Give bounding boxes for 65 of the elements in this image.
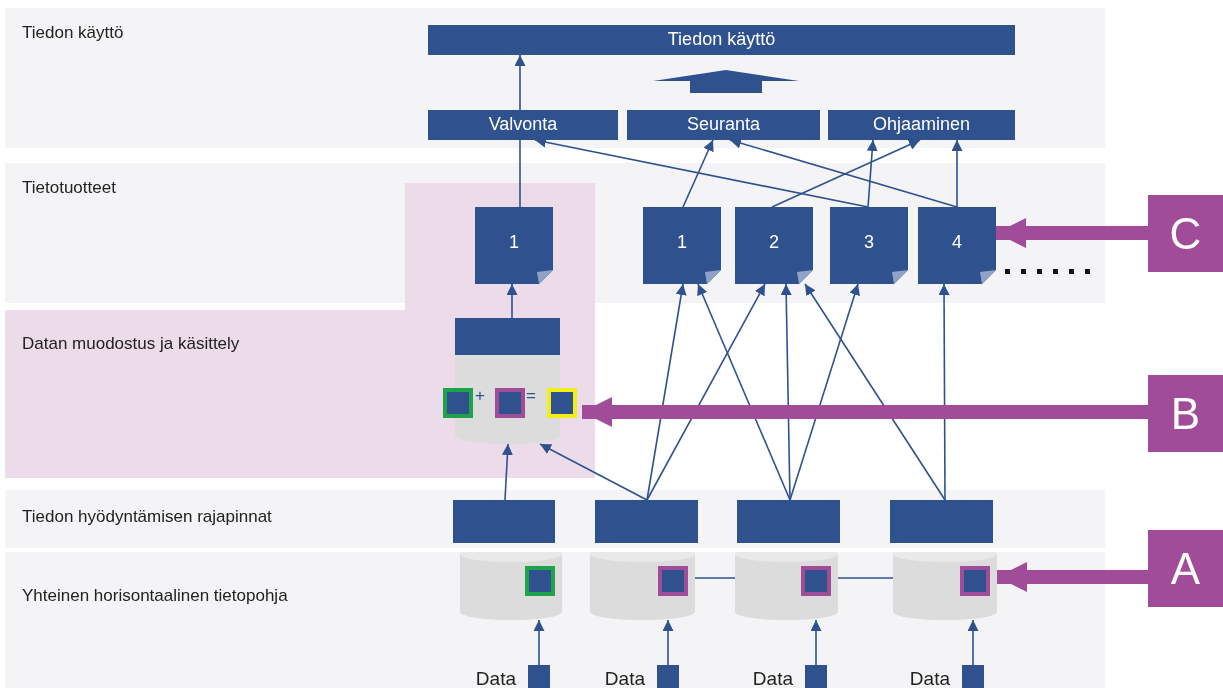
connector-line [519, 139, 521, 208]
layer-band [5, 490, 1105, 548]
pointer-arrow [582, 397, 1148, 427]
layer-band [5, 552, 1105, 688]
box-label: Seuranta [685, 115, 762, 135]
data-label: Data [909, 669, 950, 688]
connector-line [694, 577, 736, 579]
operator-symbol: + [475, 387, 485, 406]
arrow [697, 283, 791, 501]
arrow [810, 619, 822, 666]
callout-letter: A [1169, 544, 1202, 593]
layer-title: Datan muodostus ja käsittely [22, 335, 240, 354]
arrow [938, 283, 950, 501]
arrow [646, 283, 687, 501]
layer-title: Tiedon käyttö [22, 24, 124, 43]
operator-symbol: = [526, 387, 536, 406]
arrow [729, 137, 958, 208]
arrow [646, 283, 766, 501]
arrow [533, 619, 545, 666]
data-label: Data [475, 669, 516, 688]
box-label: Tiedon käyttö [666, 30, 777, 50]
interface-box [455, 318, 560, 355]
data-label: Data [752, 669, 793, 688]
product-number: 2 [768, 232, 780, 253]
callout-box [1148, 375, 1223, 452]
usage-bar [428, 25, 1015, 55]
product-number: 4 [951, 232, 963, 253]
arrow [789, 283, 860, 501]
usage-bar [828, 110, 1015, 140]
callout-letter: B [1169, 389, 1202, 438]
box-label: Valvonta [487, 115, 559, 135]
arrow [967, 619, 979, 666]
box-label: Ohjaaminen [871, 115, 972, 135]
arrow [682, 139, 714, 208]
product-number: 3 [863, 232, 875, 253]
layer-band [5, 8, 1105, 148]
callout-box [1148, 530, 1223, 607]
arrow [780, 283, 792, 501]
product-number: 1 [508, 232, 520, 253]
pointer-arrow [997, 562, 1148, 592]
pointer-arrow [996, 218, 1148, 248]
interface-box [595, 500, 698, 543]
product-number: 1 [676, 232, 688, 253]
arrow [501, 443, 513, 501]
callout-letter: C [1168, 209, 1203, 258]
usage-bar [428, 110, 618, 140]
arrow [951, 139, 963, 208]
connector-line [837, 577, 894, 579]
arrow [662, 619, 674, 666]
data-label: Data [604, 669, 645, 688]
layer-title: Tietotuotteet [22, 179, 116, 198]
interface-box [453, 500, 555, 543]
layer-title: Yhteinen horisontaalinen tietopohja [22, 587, 288, 606]
arrow [771, 139, 921, 208]
usage-bar [627, 110, 820, 140]
arrow [866, 139, 878, 208]
callout-box [1148, 195, 1223, 272]
block-arrow [653, 70, 799, 93]
interface-box [737, 500, 840, 543]
arrow [514, 54, 526, 111]
arrow [506, 283, 518, 319]
arrow [804, 283, 946, 501]
layer-title: Tiedon hyödyntämisen rajapinnat [22, 508, 272, 527]
interface-box [890, 500, 993, 543]
arrow [539, 443, 648, 501]
